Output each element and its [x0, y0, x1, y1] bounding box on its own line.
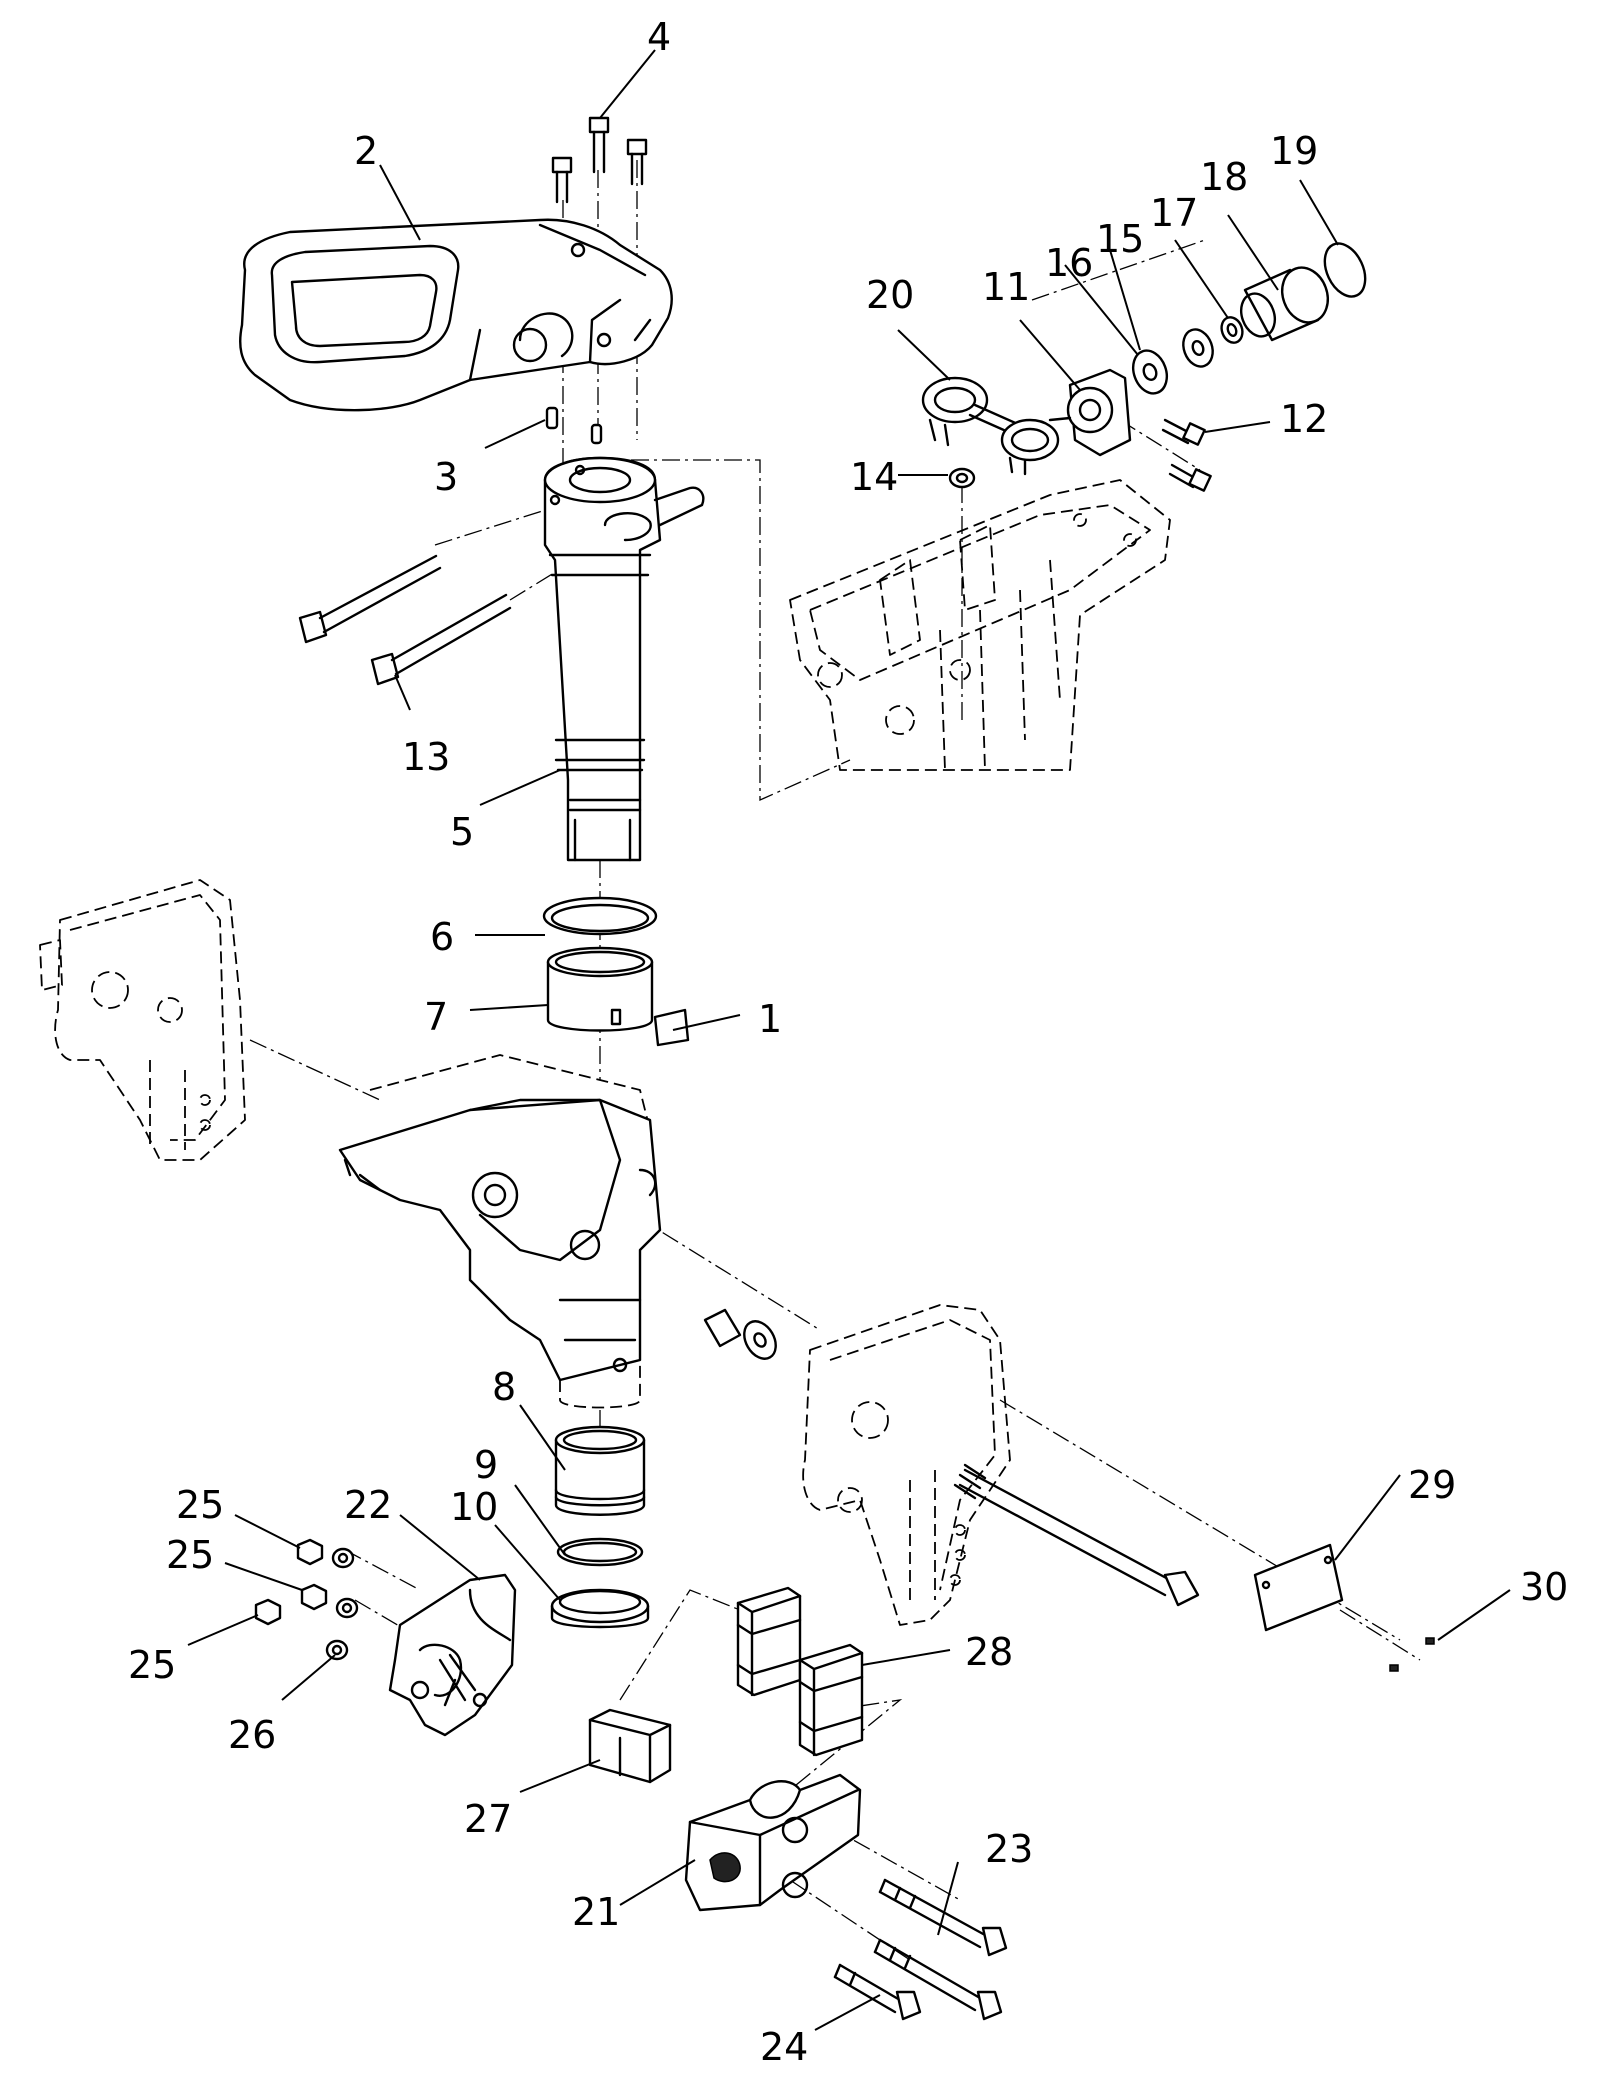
block-27-part — [588, 1708, 672, 1784]
callout-22: 22 — [344, 1483, 392, 1527]
callout-5: 5 — [450, 810, 474, 854]
washer-26-part — [325, 1639, 349, 1661]
stern-bracket-right-ghost — [802, 1304, 1011, 1626]
mount-28-group — [736, 1586, 864, 1757]
callout-15: 15 — [1096, 217, 1144, 261]
bolt-12-part — [1161, 418, 1212, 492]
callout-9: 9 — [474, 1443, 498, 1487]
nut-25-group — [254, 1538, 359, 1626]
seal-10-part — [550, 1588, 650, 1629]
clamp-bracket-22-part — [388, 1573, 517, 1737]
callout-11: 11 — [982, 265, 1030, 309]
cap-18-part — [1239, 266, 1329, 342]
callout-28: 28 — [965, 1630, 1013, 1674]
callout-30: 30 — [1520, 1565, 1568, 1609]
callout-26: 26 — [228, 1713, 276, 1757]
callout-10: 10 — [450, 1485, 498, 1529]
o-ring-6-part — [542, 896, 658, 936]
callout-3: 3 — [434, 455, 458, 499]
callout-8: 8 — [492, 1365, 516, 1409]
callout-25-bottom: 25 — [128, 1643, 176, 1687]
spacer-part — [703, 1308, 777, 1360]
o-ring-9-part — [556, 1537, 644, 1567]
callout-18: 18 — [1200, 155, 1248, 199]
callout-1: 1 — [758, 997, 782, 1041]
callout-13: 13 — [402, 735, 450, 779]
lower-clamp-21-part — [684, 1773, 862, 1912]
bolt-24-part — [833, 1963, 922, 2021]
bushing-7-part — [546, 946, 654, 1032]
link-11-part — [1048, 368, 1132, 457]
callout-14: 14 — [850, 455, 898, 499]
pin-part — [545, 406, 603, 445]
callout-16: 16 — [1045, 241, 1093, 285]
bolt-4-group — [551, 116, 648, 204]
callout-25-middle: 25 — [166, 1533, 214, 1577]
drive-shaft-housing-ghost — [789, 479, 1171, 771]
callout-7: 7 — [424, 995, 448, 1039]
rod-end-20-part — [921, 376, 1060, 476]
leader-lines — [187, 49, 1511, 2031]
screw-30-part — [1389, 1637, 1435, 1672]
callout-4: 4 — [647, 15, 671, 59]
plate-1-part — [653, 1008, 690, 1047]
bolt-23-part — [873, 1878, 1008, 2021]
callout-20: 20 — [866, 273, 914, 317]
callout-labels: 1 2 3 4 5 6 7 8 9 10 11 12 13 14 15 16 1… — [128, 15, 1568, 2069]
callout-27: 27 — [464, 1797, 512, 1841]
circlip-19-part — [1323, 242, 1367, 298]
callout-21: 21 — [572, 1890, 620, 1934]
callout-2: 2 — [354, 129, 378, 173]
long-bolt-13-group — [298, 554, 512, 686]
stern-bracket-left-ghost — [39, 879, 246, 1161]
washer-15-part — [1182, 328, 1214, 368]
steering-shaft-part — [543, 456, 705, 862]
bushing-8-part — [554, 1425, 646, 1516]
callout-29: 29 — [1408, 1463, 1456, 1507]
handle-part — [239, 218, 673, 412]
callout-17: 17 — [1150, 191, 1198, 235]
callout-19: 19 — [1270, 129, 1318, 173]
swivel-bracket-part — [338, 1054, 662, 1409]
callout-12: 12 — [1280, 397, 1328, 441]
plate-29-part — [1253, 1543, 1344, 1632]
pivot-bolt-part — [953, 1463, 1200, 1607]
callout-25-top: 25 — [176, 1483, 224, 1527]
callout-6: 6 — [430, 915, 454, 959]
callout-24: 24 — [760, 2025, 808, 2069]
washer-14-part — [948, 467, 976, 489]
washer-16-part — [1131, 349, 1169, 395]
callout-23: 23 — [985, 1827, 1033, 1871]
